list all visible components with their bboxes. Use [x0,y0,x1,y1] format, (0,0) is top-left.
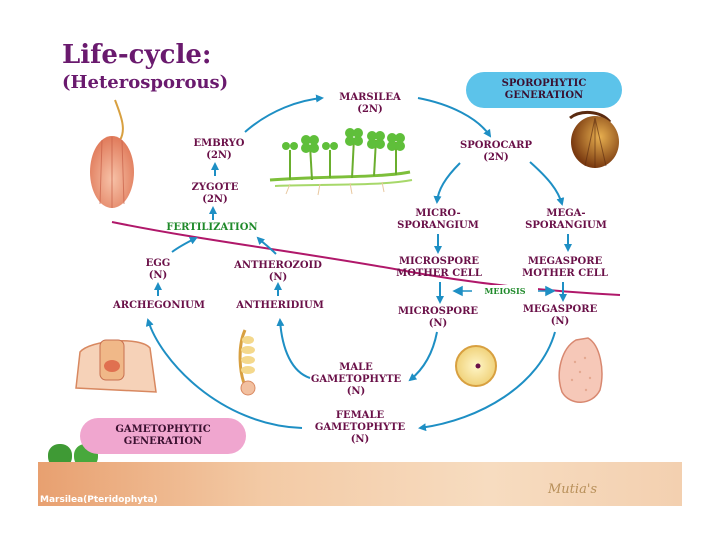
node-zygote: ZYGOTE(2N) [191,182,239,205]
marsilea-plant-illustration [269,128,413,196]
slide-subtitle: (Heterosporous) [62,72,229,93]
arrow-antherozoid-to-fertilization [256,236,277,255]
embryo-illustration [90,99,134,208]
microspore-illustration [455,345,497,387]
node-meiosis: MEIOSIS [472,285,538,297]
arrow-embryo-to-marsilea [244,94,324,133]
node-sporocarp: SPOROCARP(2N) [459,140,533,163]
arrow-sporocarp-to-microsporangium [433,162,461,204]
node-microsporangium: MICRO-SPORANGIUM [397,208,479,231]
arrow-female-gametophyte-to-archegonium [145,318,303,429]
arrow-microspore-to-male-gametophyte [408,331,438,382]
megaspore-illustration [558,337,603,403]
node-fertilization: FERTILIZATION [166,222,258,233]
node-megasporangium: MEGA-SPORANGIUM [525,208,607,231]
footer-bar [38,462,682,506]
archegonium-illustration [75,339,157,393]
arrow-egg-to-fertilization [171,237,198,253]
node-antherozoid: ANTHEROZOID(N) [234,260,322,283]
arrow-megaspore-to-female-gametophyte [418,331,556,432]
node-microspore: MICROSPORE(N) [397,306,479,329]
slide-title: Life-cycle: [62,40,212,70]
node-megaspore: MEGASPORE(N) [522,304,598,327]
node-antheridium: ANTHERIDIUM [236,300,324,311]
node-archegonium: ARCHEGONIUM [113,300,205,311]
arrow-marsilea-to-sporocarp [417,97,492,138]
footer-signature: Mutia's [548,482,598,497]
footer-caption: Marsilea(Pteridophyta) [40,495,158,505]
antheridium-illustration [238,329,256,396]
node-marsilea: MARSILEA(2N) [339,92,401,115]
node-egg: EGG(N) [145,258,171,281]
node-embryo: EMBRYO(2N) [193,138,245,161]
sporocarp-illustration [569,111,619,168]
arrow-sporocarp-to-megasporangium [529,161,565,206]
arrow-male-gametophyte-to-antheridium [276,318,311,379]
